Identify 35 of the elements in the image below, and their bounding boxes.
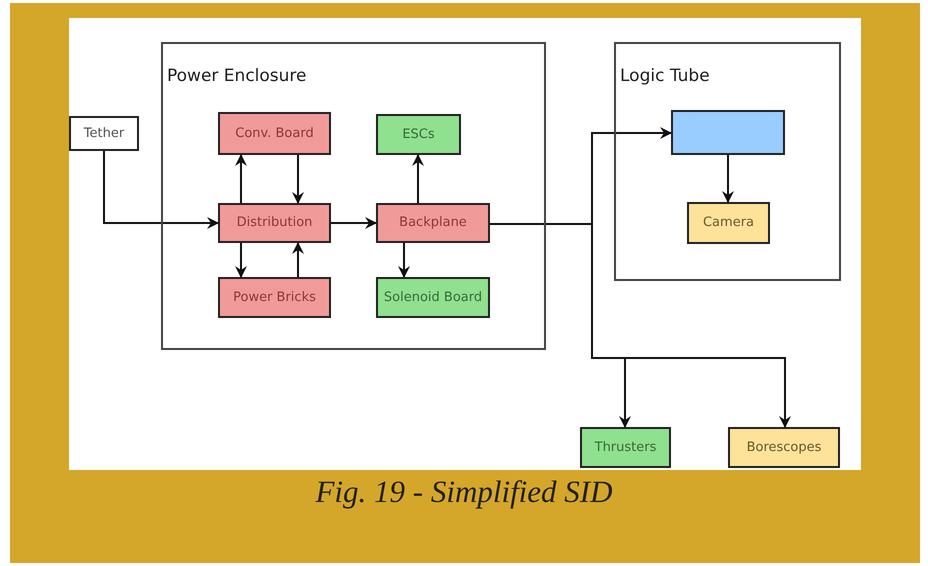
process-box — [580, 427, 671, 468]
process-box — [69, 116, 139, 151]
process-box — [218, 277, 331, 318]
box-label: Power Bricks — [232, 290, 317, 306]
box-label: Thrusters — [594, 440, 658, 456]
figure-caption: Fig. 19 - Simplified SID — [315, 474, 613, 509]
box-label: ESCs — [401, 126, 436, 142]
process-box — [376, 277, 490, 318]
process-box — [671, 110, 785, 155]
enclosure-frame — [614, 42, 841, 281]
box-label: Conv. Board — [234, 126, 315, 142]
process-box — [218, 112, 331, 155]
group-heading: Power Enclosure — [167, 66, 306, 86]
arrow — [235, 243, 247, 278]
enclosure-frame — [161, 42, 546, 350]
arrow — [722, 155, 734, 203]
arrow — [398, 243, 410, 278]
box-label: Solenoid Board — [382, 290, 484, 306]
box-label: Distribution — [236, 215, 314, 231]
process-box — [687, 202, 770, 244]
arrow — [412, 154, 424, 203]
arrow — [235, 154, 247, 203]
arrow — [292, 155, 304, 204]
group-heading: Logic Tube — [620, 66, 710, 86]
box-label: Tether — [82, 126, 126, 142]
process-box — [728, 427, 840, 468]
arrow — [292, 242, 304, 277]
arrow — [103, 151, 219, 229]
arrow — [331, 217, 377, 229]
box-label: Camera — [702, 215, 756, 231]
process-box — [218, 203, 331, 243]
process-box — [376, 114, 461, 155]
box-label: Backplane — [398, 215, 468, 231]
process-box — [376, 203, 490, 243]
box-label: Borescopes — [746, 440, 822, 456]
